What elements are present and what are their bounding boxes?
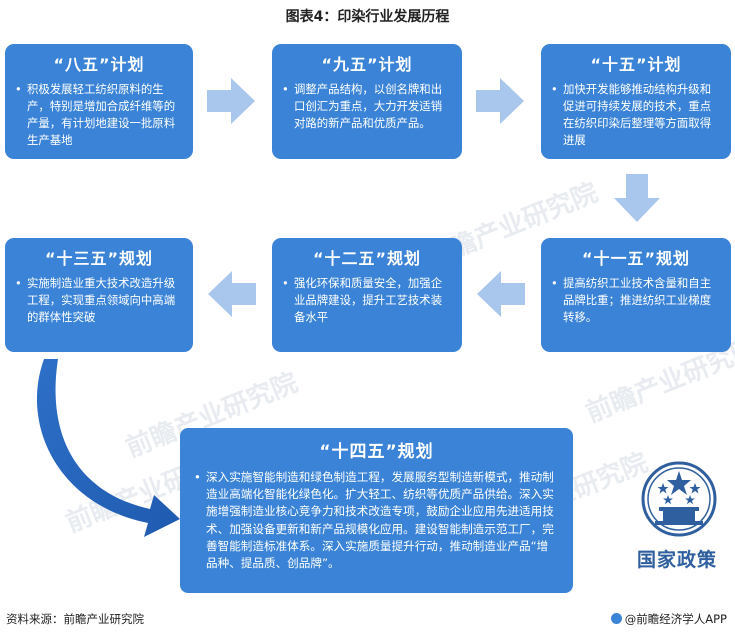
plan-title: “十四五”规划 <box>319 442 434 462</box>
plan-text: 深入实施智能制造和绿色制造工程，发展服务型制造新模式，推动制造业高端化智能化绿色… <box>206 470 554 571</box>
plan-text: 调整产品结构，以创名牌和出口创汇为重点，大力开发适销对路的新产品和优质产品。 <box>294 82 443 130</box>
bullet-icon: • <box>15 276 22 290</box>
plan-box-14th: “十四五”规划 • 深入实施智能制造和绿色制造工程，发展服务型制造新模式，推动制造… <box>180 428 573 593</box>
bullet-icon: • <box>15 82 22 96</box>
arrow-right-icon <box>207 78 255 124</box>
plan-title: “十一五”规划 <box>581 249 691 268</box>
plan-text: 实施制造业重大技术改造升级工程，实现重点领域向中高端的群体性突破 <box>27 276 176 324</box>
brand-text: @前瞻经济学人APP <box>624 612 727 626</box>
plan-text: 强化环保和质量安全，加强企业品牌建设，提升工艺技术装备水平 <box>294 276 443 324</box>
figure-title: 图表4：印染行业发展历程 <box>285 9 450 25</box>
bullet-icon: • <box>551 276 558 290</box>
bullet-icon: • <box>282 276 289 290</box>
bullet-icon: • <box>282 82 289 96</box>
plan-title: “八五”计划 <box>53 55 145 74</box>
plan-text: 加快开发能够推动结构升级和促进可持续发展的技术，重点在纺织印染后整理等方面取得进… <box>563 82 712 147</box>
plan-box-13th: “十三五”规划 • 实施制造业重大技术改造升级工程，实现重点领域向中高端的群体性突… <box>5 238 193 352</box>
plan-title: “九五”计划 <box>321 55 413 74</box>
plan-title: “十二五”规划 <box>312 249 422 268</box>
plan-title: “十五”计划 <box>590 55 682 74</box>
plan-box-8th: “八五”计划 • 积极发展轻工纺织原料的生产，特别是增加合成纤维等的产量，有计划地… <box>5 44 193 159</box>
bullet-icon: • <box>551 82 558 96</box>
plan-box-12th: “十二五”规划 • 强化环保和质量安全，加强企业品牌建设，提升工艺技术装备水平 <box>272 238 462 352</box>
bullet-icon: • <box>194 470 201 484</box>
national-emblem-icon <box>641 461 717 537</box>
plan-box-10th: “十五”计划 • 加快开发能够推动结构升级和促进可持续发展的技术，重点在纺织印染后… <box>541 44 731 159</box>
plan-box-11th: “十一五”规划 • 提高纺织工业技术含量和自主品牌比重；推进纺织工业梯度转移。 <box>541 238 731 352</box>
brand-credit: @前瞻经济学人APP <box>610 611 727 627</box>
plan-text: 积极发展轻工纺织原料的生产，特别是增加合成纤维等的产量，有计划地建设一批原料生产… <box>27 82 176 147</box>
arrow-left-icon <box>208 271 256 317</box>
policy-label: 国家政策 <box>636 549 717 571</box>
plan-title: “十三五”规划 <box>44 249 154 268</box>
source-note: 资料来源：前瞻产业研究院 <box>6 612 144 626</box>
brand-logo-icon <box>610 613 622 624</box>
curved-arrow-icon <box>36 359 180 537</box>
arrow-right-icon <box>476 78 524 124</box>
arrow-left-icon <box>477 271 525 317</box>
plan-box-9th: “九五”计划 • 调整产品结构，以创名牌和出口创汇为重点，大力开发适销对路的新产品… <box>272 44 462 159</box>
arrow-down-icon <box>614 174 660 222</box>
plan-text: 提高纺织工业技术含量和自主品牌比重；推进纺织工业梯度转移。 <box>563 276 712 324</box>
